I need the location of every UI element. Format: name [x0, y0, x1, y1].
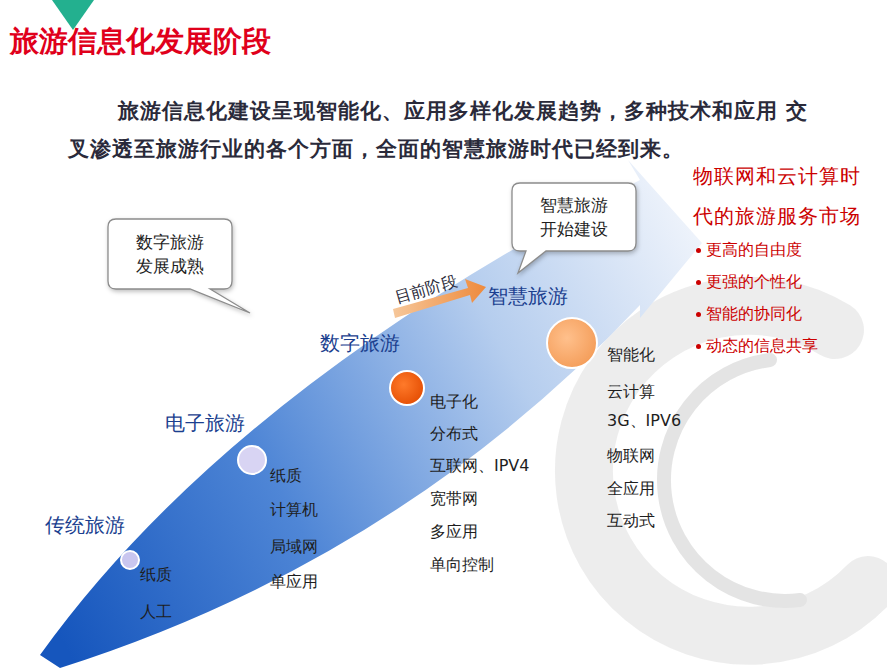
feature-item: 物联网: [607, 445, 655, 467]
stage-name: 传统旅游: [45, 512, 125, 538]
bullet-text: 更高的自由度: [706, 239, 802, 261]
intro-text: 旅游信息化建设呈现智能化、应用多样化发展趋势，多种技术和应用 交叉渗透至旅游行业…: [68, 92, 816, 168]
stage-dot: [121, 551, 139, 569]
stage-dot: [238, 446, 266, 474]
growth-arrow-band: [40, 160, 702, 668]
bubble-outline: [108, 219, 232, 289]
stage-dot: [547, 318, 597, 368]
bullet-dot: [696, 248, 701, 253]
feature-item: 宽带网: [430, 488, 478, 510]
stage-name: 智慧旅游: [488, 283, 568, 309]
callout-text: 智慧旅游 开始建设: [537, 193, 610, 241]
bubble-shape: [512, 183, 636, 273]
feature-item: 计算机: [270, 499, 318, 521]
feature-item: 3G、IPV6: [607, 410, 681, 432]
feature-item: 纸质: [140, 564, 172, 586]
feature-item: 互联网、IPV4: [430, 455, 530, 477]
watermark-logo: [584, 306, 868, 636]
feature-item: 纸质: [270, 465, 302, 487]
callout-bubble: 智慧旅游 开始建设: [512, 183, 636, 251]
feature-item: 互动式: [607, 510, 655, 532]
bullet-text: 动态的信息共享: [706, 335, 818, 357]
market-heading: 物联网和云计算时代的旅游服务市场: [693, 156, 867, 236]
callout-bubble: 数字旅游 发展成熟: [108, 219, 232, 289]
feature-item: 云计算: [607, 381, 655, 403]
bubble-shape: [108, 219, 250, 313]
bullet-text: 智能的协同化: [706, 303, 802, 325]
bullet-dot: [696, 344, 701, 349]
feature-item: 人工: [140, 601, 172, 623]
page-title: 旅游信息化发展阶段: [10, 22, 271, 62]
feature-item: 电子化: [430, 391, 478, 413]
feature-item: 多应用: [430, 521, 478, 543]
feature-item: 单应用: [270, 571, 318, 593]
feature-item: 全应用: [607, 478, 655, 500]
bullet-dot: [696, 280, 701, 285]
bullet-text: 更强的个性化: [706, 271, 802, 293]
stage-dot: [390, 371, 424, 405]
stage-name: 电子旅游: [165, 410, 245, 436]
current-stage-label: 目前阶段: [392, 271, 459, 308]
stage-name: 数字旅游: [320, 330, 400, 356]
bullet-dot: [696, 312, 701, 317]
feature-item: 局域网: [270, 536, 318, 558]
feature-item: 分布式: [430, 423, 478, 445]
bubble-outline: [512, 183, 636, 251]
callout-text: 数字旅游 发展成熟: [133, 230, 206, 278]
feature-item: 单向控制: [430, 554, 494, 576]
feature-item: 智能化: [607, 344, 655, 366]
